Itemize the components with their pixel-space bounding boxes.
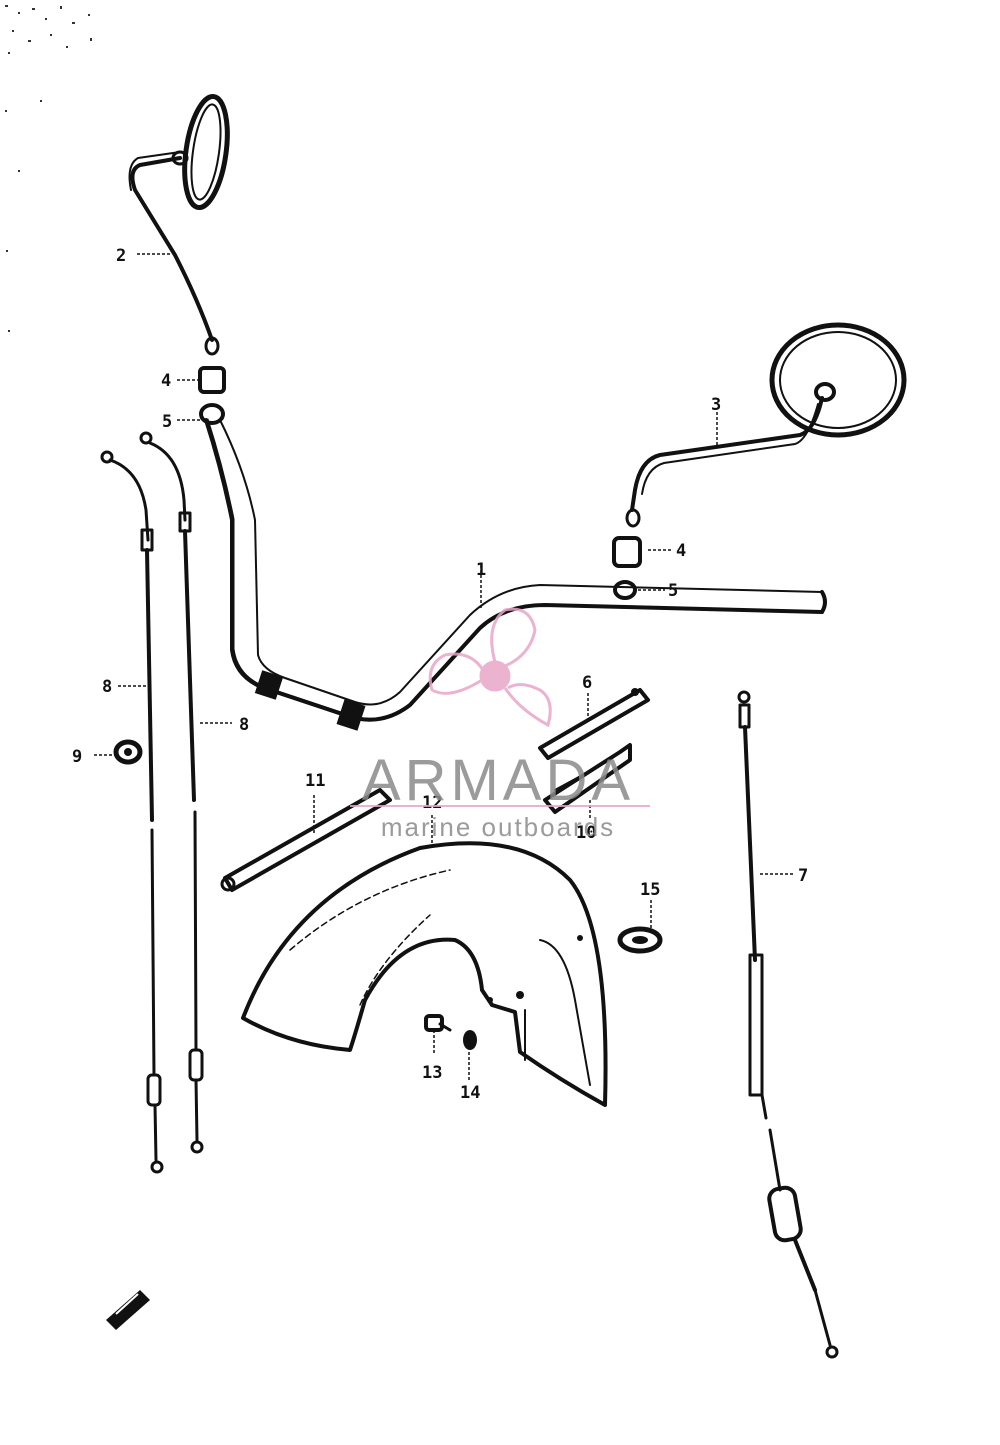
callout-1: 1	[476, 560, 486, 580]
left-lock-nut	[199, 403, 225, 425]
callout-15: 15	[640, 880, 660, 900]
bracket-upper	[538, 688, 650, 760]
callout-6: 6	[582, 673, 592, 693]
callout-4-left: 4	[161, 371, 171, 391]
callout-8-right: 8	[239, 715, 249, 735]
throttle-cable-left	[100, 450, 164, 1174]
callout-7: 7	[798, 866, 808, 886]
callout-5-left: 5	[162, 412, 172, 432]
fender-stay	[220, 788, 392, 892]
callout-13: 13	[422, 1063, 442, 1083]
watermark: ARMADA marine outboards	[350, 607, 650, 842]
callout-4-right: 4	[676, 541, 686, 561]
callout-5-right: 5	[668, 581, 678, 601]
callout-9: 9	[72, 747, 82, 767]
callout-10: 10	[576, 823, 596, 843]
callout-2: 2	[116, 246, 126, 266]
callout-11: 11	[305, 771, 325, 791]
throttle-cable-right	[139, 431, 204, 1154]
front-fender	[241, 841, 608, 1107]
left-mirror	[128, 93, 230, 356]
callout-14: 14	[460, 1083, 480, 1103]
propeller-logo-icon	[428, 607, 552, 728]
left-adapter-nut	[198, 366, 226, 394]
callout-12: 12	[422, 793, 442, 813]
right-adapter-nut	[612, 536, 642, 568]
clutch-cable	[737, 690, 839, 1359]
grommet	[577, 926, 663, 954]
watermark-brand: ARMADA	[362, 748, 634, 813]
washer	[463, 1030, 477, 1050]
callout-8-left: 8	[102, 677, 112, 697]
callouts: 1 2 3 4 4 5 5 6 7 8 8 9 10 11 12 13 14 1…	[72, 246, 808, 1103]
stamp-mark	[106, 1290, 150, 1330]
callout-3: 3	[711, 395, 721, 415]
bracket-lower	[543, 743, 632, 814]
cable-clip	[113, 739, 143, 765]
scan-noise	[5, 5, 92, 332]
leader-lines	[94, 253, 795, 1080]
bolt	[424, 1014, 452, 1032]
right-lock-nut	[613, 580, 637, 600]
watermark-tagline: marine outboards	[381, 812, 615, 842]
right-mirror	[625, 322, 907, 528]
